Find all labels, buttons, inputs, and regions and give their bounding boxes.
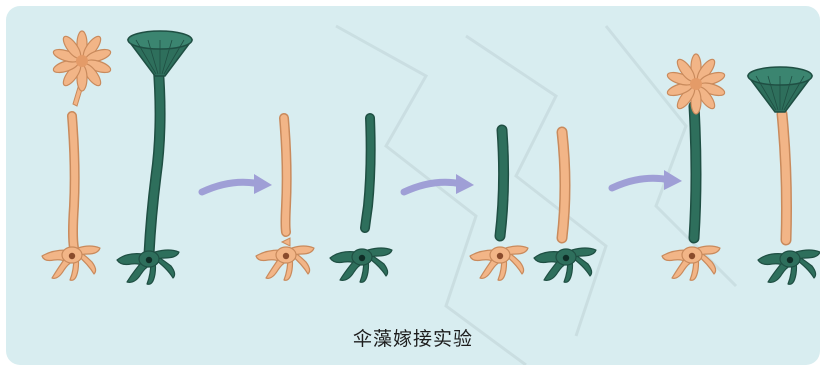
umbrella-cap-on-crenulata-base: [747, 66, 820, 285]
rhizoid-icon: [661, 245, 721, 281]
rhizoid-icon: [469, 245, 529, 281]
rhizoid-icon: [533, 247, 597, 283]
mediterranea-stalk-on-crenulata-base: [533, 126, 597, 283]
umbrella-cap-icon: [127, 30, 193, 77]
crenulata-stalk: [329, 113, 393, 283]
figure-caption: 伞藻嫁接实验: [352, 328, 473, 350]
rhizoid-icon: [757, 249, 820, 285]
stage-original: [41, 30, 193, 285]
rhizoid-icon: [41, 245, 101, 281]
arrow-icon: [404, 174, 474, 194]
rhizoid-icon: [116, 249, 180, 285]
diagram-canvas: [41, 24, 820, 365]
crenulata-original: [116, 30, 193, 285]
stage-grafted: [469, 124, 597, 283]
flower-cap-on-mediterranea-base: [661, 53, 727, 281]
mediterranea-stalk: [255, 113, 315, 281]
rhizoid-icon: [255, 245, 315, 281]
flower-cap-icon: [51, 30, 113, 92]
umbrella-cap-icon: [747, 66, 813, 113]
flower-cap-icon: [665, 53, 727, 115]
stage-caps-removed: [255, 113, 393, 283]
arrow-icon: [202, 174, 272, 194]
mediterranea-original: [41, 30, 113, 281]
stage-regenerated: [661, 53, 820, 285]
rhizoid-icon: [329, 247, 393, 283]
arrow-icon: [612, 170, 682, 190]
crenulata-stalk-on-mediterranea-base: [469, 124, 529, 281]
grafting-diagram: 伞藻嫁接实验: [6, 6, 820, 365]
